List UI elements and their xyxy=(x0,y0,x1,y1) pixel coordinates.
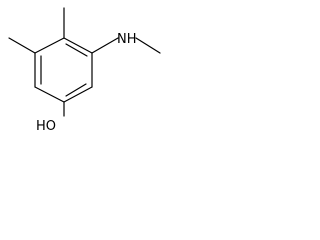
structure-canvas: NH HO xyxy=(0,0,186,150)
molecule-diagram: NH HO xyxy=(8,7,161,134)
ring-bond-c5-c6 xyxy=(63,86,93,103)
ring-bond-c3-c4 xyxy=(63,37,93,54)
amine-bond xyxy=(91,37,119,54)
double-bond-inner-top xyxy=(65,43,88,57)
methyl-bond-left xyxy=(8,37,36,54)
ring-bond-c6-c1 xyxy=(34,86,65,103)
hydroxyl-label: HO xyxy=(36,119,56,134)
double-bond-inner-right xyxy=(65,83,87,97)
amine-label: NH xyxy=(117,32,137,47)
n-methyl-bond xyxy=(135,37,161,54)
ring-bond-c2-c3 xyxy=(34,37,65,54)
bond-group xyxy=(8,7,161,117)
